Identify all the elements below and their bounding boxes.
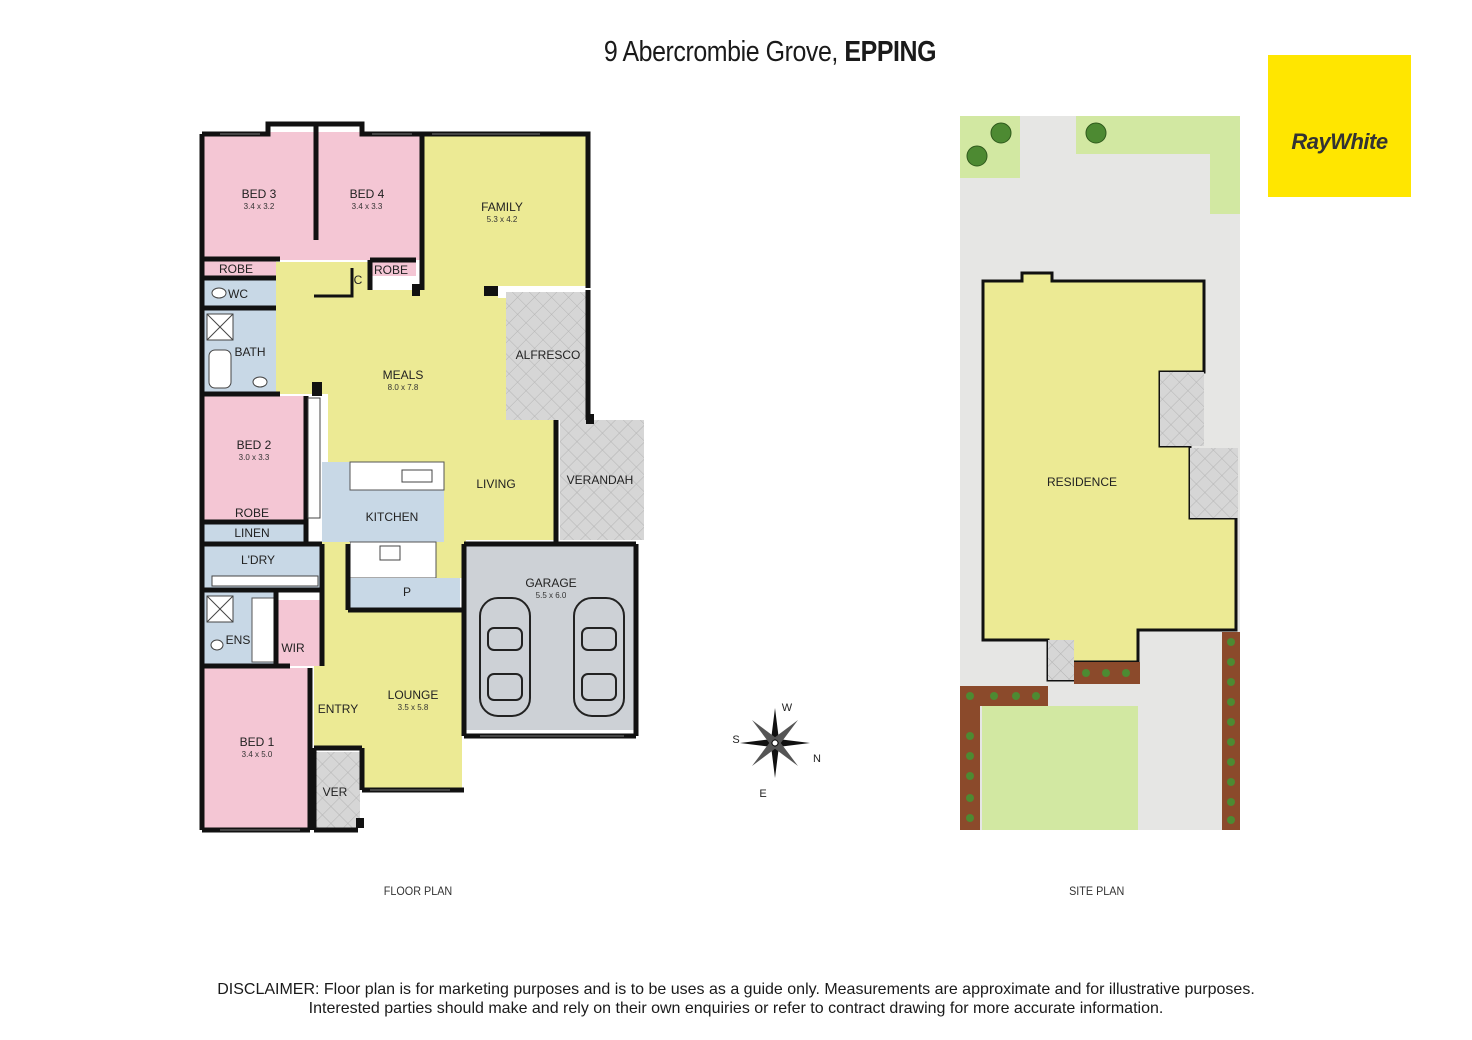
bed1-room — [204, 668, 310, 828]
bed3-label: BED 3 — [242, 187, 277, 201]
meals-label: MEALS — [383, 368, 424, 382]
pantry-label: P — [403, 585, 411, 599]
ens-label: ENS — [226, 633, 251, 647]
bed1-dims: 3.4 x 5.0 — [242, 750, 273, 759]
living-label: LIVING — [476, 477, 515, 491]
wc-label: WC — [228, 287, 248, 301]
garage-car-left — [479, 597, 531, 717]
residence-label: RESIDENCE — [1047, 475, 1117, 489]
bed3-dims: 3.4 x 3.2 — [244, 202, 275, 211]
page-title: 9 Abercrombie Grove, EPPING — [108, 36, 1432, 69]
site-plan-caption: SITE PLAN — [1069, 884, 1125, 898]
site-outdoor-2 — [1190, 448, 1238, 518]
garage-car-right — [573, 597, 625, 717]
garage-room — [466, 544, 634, 730]
ver-label: VER — [323, 785, 348, 799]
bed4-dims: 3.4 x 3.3 — [352, 202, 383, 211]
site-outdoor-3 — [1048, 640, 1074, 680]
verandah-area — [560, 420, 644, 540]
site-lawn-top-left — [960, 116, 1020, 178]
verandah-label: VERANDAH — [567, 473, 634, 487]
family-dims: 5.3 x 4.2 — [487, 215, 518, 224]
site-lawn-front — [982, 706, 1138, 830]
bed2-label: BED 2 — [237, 438, 272, 452]
ver-area — [316, 752, 360, 828]
family-label: FAMILY — [481, 200, 523, 214]
compass-s: S — [732, 734, 739, 746]
bed4-label: BED 4 — [350, 187, 385, 201]
garage-dims: 5.5 x 6.0 — [536, 591, 567, 600]
robe1-room — [204, 260, 276, 276]
site-garden-bed-top — [960, 686, 1048, 706]
street-address: 9 Abercrombie Grove, — [603, 36, 838, 68]
compass-rose — [740, 708, 810, 778]
garage-label: GARAGE — [525, 576, 576, 590]
entry-label: ENTRY — [318, 702, 358, 716]
robe3-room — [204, 504, 306, 522]
bed3-room — [204, 132, 316, 260]
wir-label: WIR — [281, 641, 305, 655]
compass-e: E — [759, 788, 766, 800]
wir-room — [278, 600, 320, 666]
meals-dims: 8.0 x 7.8 — [388, 383, 419, 392]
robe2-room — [370, 260, 416, 276]
disclaimer-line-2: Interested parties should make and rely … — [308, 1000, 1164, 1017]
site-garden-bed-right — [1222, 632, 1240, 830]
linen-room — [204, 524, 306, 542]
pantry-room — [350, 578, 460, 608]
robe3-label: ROBE — [235, 506, 269, 520]
ens-vanity — [251, 597, 275, 663]
alfresco-label: ALFRESCO — [516, 348, 581, 362]
floor-plan-caption: FLOOR PLAN — [383, 884, 453, 898]
site-lawn-top-right — [1076, 116, 1240, 214]
bed1-label: BED 1 — [240, 735, 275, 749]
disclaimer: DISCLAIMER: Floor plan is for marketing … — [0, 980, 1472, 1018]
lounge-label: LOUNGE — [388, 688, 439, 702]
column-posts — [312, 284, 594, 828]
bed2-dims: 3.0 x 3.3 — [239, 453, 270, 462]
suburb-name: EPPING — [844, 36, 937, 68]
robe1-label: ROBE — [219, 262, 253, 276]
closet-walls — [314, 268, 354, 298]
robe2-label: ROBE — [374, 263, 408, 277]
entry-lounge-area — [314, 542, 462, 790]
disclaimer-line-1: DISCLAIMER: Floor plan is for marketing … — [217, 981, 1255, 998]
window-marks — [220, 133, 624, 831]
lounge-dims: 3.5 x 5.8 — [398, 703, 429, 712]
logo-text: RayWhite — [1291, 129, 1388, 154]
linen-label: LINEN — [234, 526, 269, 540]
site-shrubs — [966, 638, 1235, 824]
cupboard-label: C — [354, 273, 363, 287]
alfresco-area — [506, 292, 590, 420]
site-trees — [966, 122, 1107, 167]
compass-n: N — [813, 753, 821, 765]
bath-label: BATH — [234, 345, 265, 359]
bed4-room — [316, 132, 422, 260]
compass-w: W — [782, 702, 793, 714]
site-outdoor-1 — [1160, 372, 1204, 446]
family-room — [422, 134, 586, 298]
ray-white-logo: RayWhite — [1268, 55, 1411, 197]
laundry-label: L'DRY — [241, 553, 275, 567]
fixtures — [206, 287, 433, 651]
kitchen-label: KITCHEN — [366, 510, 419, 524]
bed2-room — [204, 396, 306, 504]
